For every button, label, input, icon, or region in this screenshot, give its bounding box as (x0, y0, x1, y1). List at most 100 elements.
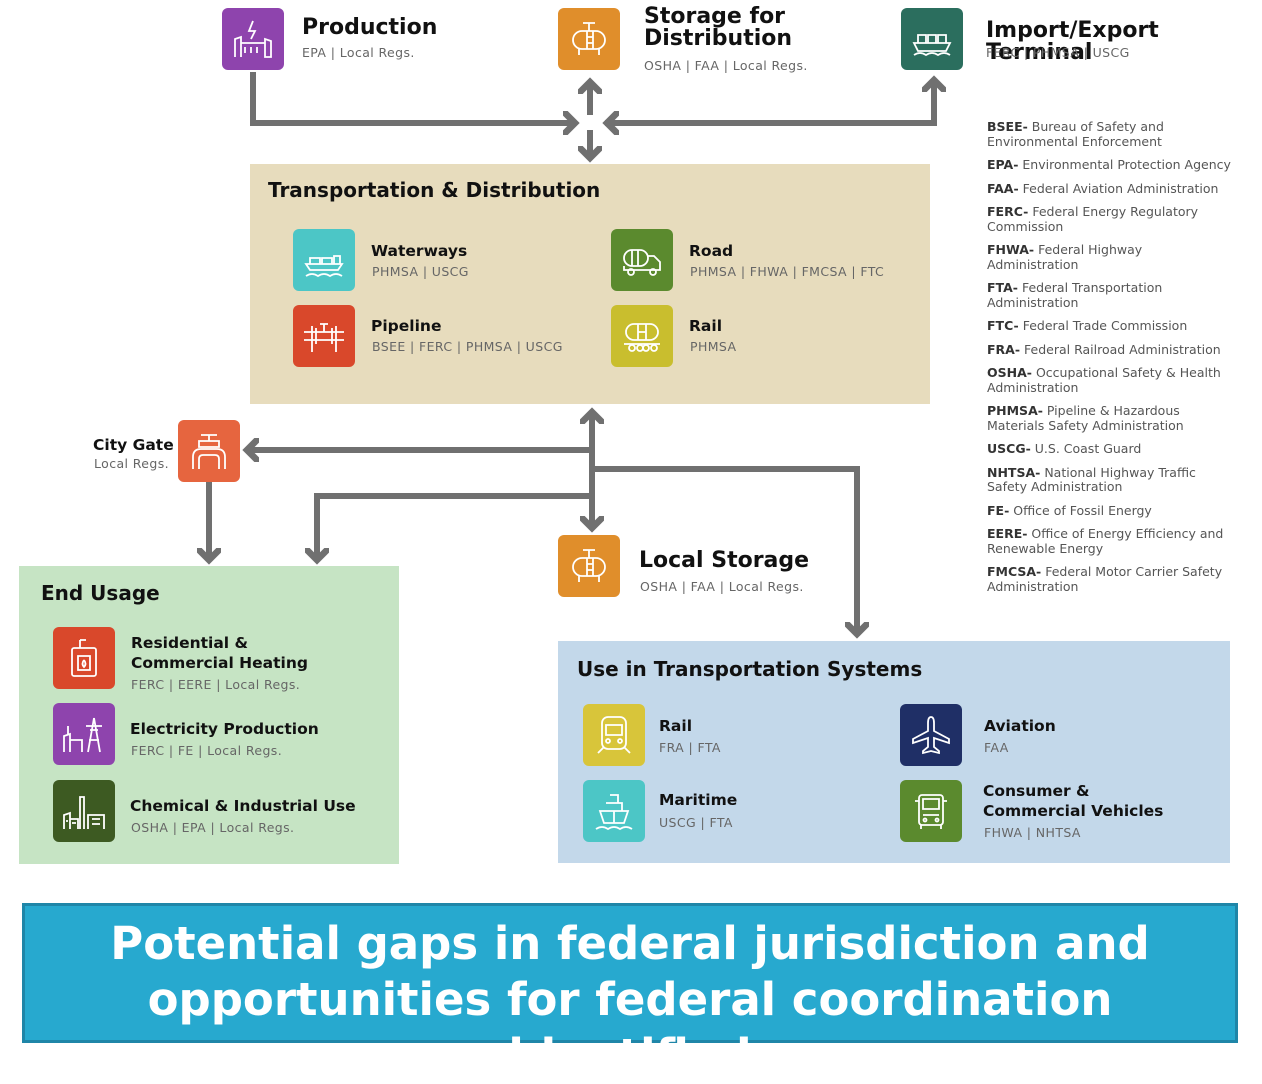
legend-row: FRA- Federal Railroad Administration (987, 341, 1237, 358)
maritime-icon (583, 780, 645, 842)
electricity-icon (53, 703, 115, 765)
legend-row: FERC- Federal Energy Regulatory Commissi… (987, 204, 1237, 234)
flow-arrows (0, 72, 1262, 1037)
terminal-title: Import/Export Terminal (986, 18, 1159, 65)
transport-panel (250, 164, 930, 404)
legend-row: EERE- Office of Energy Efficiency and Re… (987, 526, 1237, 556)
legend-abbr: OSHA- (987, 365, 1032, 380)
use-transport-title: Use in Transportation Systems (577, 657, 923, 681)
arrow-to-use-transport (592, 466, 857, 634)
rail-tank-icon (611, 305, 673, 367)
legend-row: FHWA- Federal Highway Administration (987, 242, 1237, 272)
legend-text: Pipeline & Hazardous Materials Safety Ad… (987, 403, 1184, 433)
pipeline-regs: BSEE | FERC | PHMSA | USCG (372, 339, 563, 354)
legend-row: FTA- Federal Transportation Administrati… (987, 280, 1237, 310)
legend-row: EPA- Environmental Protection Agency (987, 157, 1237, 173)
rail-regs: PHMSA (690, 339, 737, 354)
legend-text: Federal Highway Administration (987, 242, 1143, 272)
legend-text: Federal Motor Carrier Safety Administrat… (987, 564, 1223, 594)
legend-abbr: FRA- (987, 341, 1021, 357)
storage-distribution-icon (558, 8, 620, 70)
terminal-regs: FERC | PHMSA | USCG (986, 45, 1130, 60)
production-title: Production (302, 15, 438, 40)
legend-text: National Highway Traffic Safety Administ… (987, 464, 1196, 494)
legend-abbr: FAA- (987, 180, 1019, 196)
train-icon (583, 704, 645, 766)
use-rail-regs: FRA | FTA (659, 740, 721, 755)
legend-abbr: EPA- (987, 157, 1019, 172)
legend-abbr: FHWA- (987, 242, 1035, 257)
heating-regs: FERC | EERE | Local Regs. (131, 677, 301, 692)
aviation-regs: FAA (984, 740, 1009, 755)
pipeline-label: Pipeline (371, 317, 442, 335)
vehicles-regs: FHWA | NHTSA (984, 825, 1081, 840)
legend-text: Federal Railroad Administration (1024, 341, 1221, 357)
storage-distribution-title-2: Distribution (644, 26, 793, 51)
waterways-regs: PHMSA | USCG (372, 264, 469, 279)
banner-line-1: Potential gaps in federal jurisdiction a… (110, 917, 1150, 970)
legend-text: Office of Fossil Energy (1013, 502, 1152, 518)
city-gate-regs: Local Regs. (94, 456, 170, 471)
legend-row: USCG- U.S. Coast Guard (987, 441, 1237, 457)
legend-text: Office of Energy Efficiency and Renewabl… (987, 526, 1224, 556)
waterways-label: Waterways (371, 242, 468, 260)
vehicles-label-1: Consumer & (983, 782, 1090, 800)
electricity-regs: FERC | FE | Local Regs. (131, 743, 283, 758)
heating-icon (53, 627, 115, 689)
legend-row: FTC- Federal Trade Commission (987, 318, 1237, 334)
vehicles-icon (900, 780, 962, 842)
aviation-label: Aviation (984, 717, 1056, 735)
storage-distribution-title-1: Storage for (644, 4, 786, 29)
legend-abbr: FE- (987, 502, 1010, 518)
legend-row: OSHA- Occupational Safety & Health Admin… (987, 365, 1237, 395)
legend-abbr: FTC- (987, 318, 1019, 333)
legend-abbr: FTA- (987, 280, 1018, 295)
aviation-icon (900, 704, 962, 766)
legend-text: Federal Trade Commission (1022, 318, 1188, 333)
end-usage-title: End Usage (41, 581, 160, 605)
maritime-regs: USCG | FTA (659, 815, 733, 830)
use-rail-label: Rail (659, 717, 693, 735)
city-gate-icon (178, 420, 240, 482)
legend-row: NHTSA- National Highway Traffic Safety A… (987, 464, 1237, 495)
road-label: Road (689, 242, 734, 260)
legend-row: FE- Office of Fossil Energy (987, 502, 1237, 519)
agency-legend: BSEE- Bureau of Safety and Environmental… (987, 119, 1237, 603)
conclusion-banner: Potential gaps in federal jurisdiction a… (22, 903, 1238, 1082)
legend-text: Federal Aviation Administration (1022, 180, 1219, 196)
legend-text: Environmental Protection Agency (1022, 157, 1231, 172)
legend-row: PHMSA- Pipeline & Hazardous Materials Sa… (987, 403, 1237, 433)
terminal-icon (901, 8, 963, 70)
chemical-icon (53, 780, 115, 842)
vehicles-label-2: Commercial Vehicles (983, 802, 1164, 820)
waterways-icon (293, 229, 355, 291)
local-storage-icon (558, 535, 620, 597)
arrow-production-to-hub (250, 72, 575, 123)
legend-row: FMCSA- Federal Motor Carrier Safety Admi… (987, 564, 1237, 594)
storage-distribution-regs: OSHA | FAA | Local Regs. (644, 58, 808, 73)
heating-label-1: Residential & (131, 634, 249, 652)
production-regs: EPA | Local Regs. (302, 45, 415, 60)
arrow-hub-to-terminal (605, 80, 934, 126)
pipeline-icon (293, 305, 355, 367)
legend-abbr: FERC- (987, 204, 1029, 219)
legend-abbr: USCG- (987, 441, 1031, 456)
legend-text: Federal Energy Regulatory Commission (987, 204, 1199, 234)
electricity-label: Electricity Production (130, 720, 319, 738)
chemical-regs: OSHA | EPA | Local Regs. (131, 820, 295, 835)
arrow-to-end-usage-2 (317, 493, 592, 560)
chemical-label: Chemical & Industrial Use (130, 797, 356, 815)
use-transport-panel (558, 641, 1230, 863)
rail-label: Rail (689, 317, 723, 335)
heating-label-2: Commercial Heating (131, 654, 308, 672)
local-storage-title: Local Storage (639, 548, 810, 573)
production-icon (222, 8, 284, 70)
legend-row: FAA- Federal Aviation Administration (987, 180, 1237, 197)
legend-abbr: PHMSA- (987, 403, 1043, 418)
maritime-label: Maritime (659, 791, 738, 809)
road-icon (611, 229, 673, 291)
city-gate-title: City Gate (93, 436, 174, 454)
legend-row: BSEE- Bureau of Safety and Environmental… (987, 119, 1237, 149)
legend-abbr: FMCSA- (987, 564, 1042, 579)
legend-text: Occupational Safety & Health Administrat… (987, 365, 1221, 395)
